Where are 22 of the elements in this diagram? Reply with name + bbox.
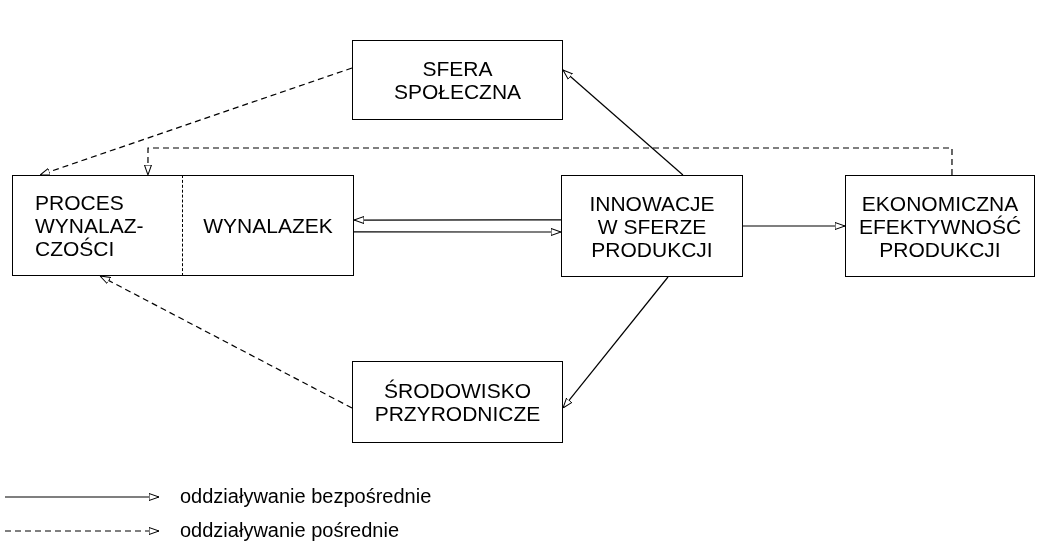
arrow — [562, 276, 669, 409]
process-box — [845, 175, 1035, 277]
arrow — [143, 147, 953, 176]
process-box — [352, 40, 563, 120]
arrow — [99, 275, 353, 409]
arrow — [742, 222, 846, 230]
legend-label: oddziaływanie pośrednie — [180, 519, 400, 542]
node-label: INNOWACJE W SFERZE PRODUKCJI — [588, 191, 716, 261]
node-label: WYNALAZEK — [203, 214, 333, 237]
process-box — [12, 175, 183, 276]
arrow — [353, 228, 562, 236]
process-box — [561, 175, 743, 277]
arrow — [353, 216, 562, 225]
arrow — [39, 67, 353, 176]
process-box — [352, 361, 563, 443]
node-label: ŚRODOWISKO PRZYRODNICZE — [373, 379, 542, 425]
node-label: EKONOMICZNA EFEKTYWNOŚĆ PRODUKCJI — [857, 191, 1023, 261]
legend-label: oddziaływanie bezpośrednie — [180, 485, 432, 508]
process-box — [183, 175, 354, 276]
node-label: SFERA SPOŁECZNA — [392, 57, 523, 103]
arrow — [562, 69, 684, 176]
node-label: PROCES WYNALAZ-CZOŚCI — [35, 191, 145, 260]
